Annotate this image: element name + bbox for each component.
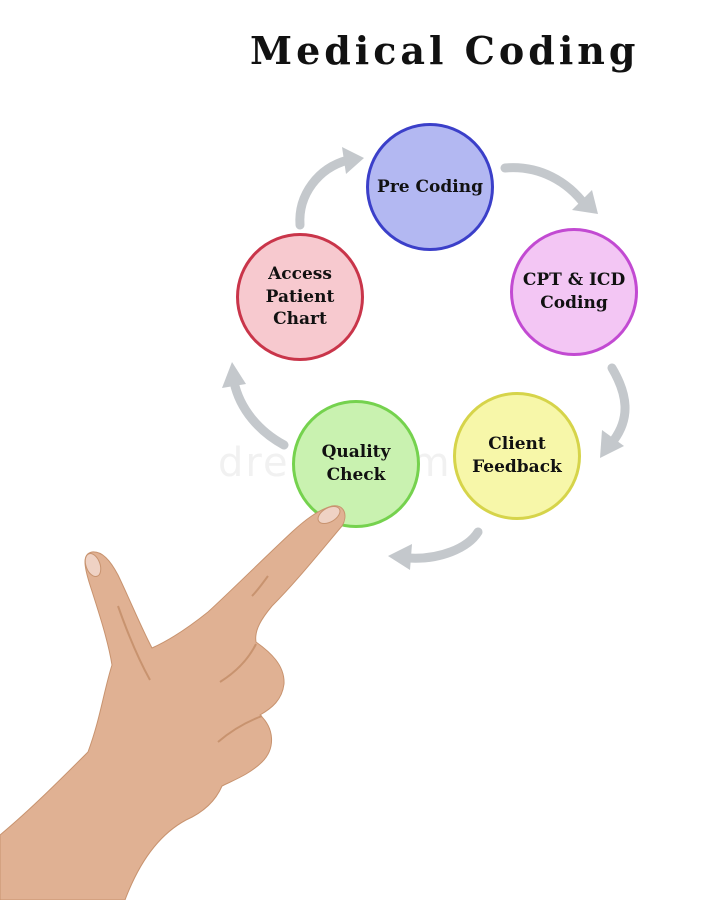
arrow-shaft — [607, 363, 630, 445]
arrow-head — [388, 544, 412, 570]
index-nail — [317, 505, 341, 525]
node-access-patient-chart: Access Patient Chart — [236, 233, 364, 361]
curved-arrow-icon — [222, 362, 289, 450]
node-access-patient-chart-label: Access Patient Chart — [265, 263, 335, 330]
arrow-shaft — [229, 377, 289, 450]
curved-arrow-icon — [295, 147, 364, 230]
node-quality-check-label: Quality Check — [321, 442, 391, 485]
thumb-crease — [117, 605, 151, 681]
node-client-feedback-label: Client Feedback — [472, 434, 562, 477]
node-quality-check: Quality Check — [292, 400, 420, 528]
arrow-shaft — [403, 527, 483, 563]
hand-palm — [0, 505, 346, 900]
arrow-head — [342, 147, 364, 174]
node-client-feedback: Client Feedback — [453, 392, 581, 520]
node-pre-coding: Pre Coding — [366, 123, 494, 251]
arrow-head — [572, 190, 598, 214]
curved-arrow-icon — [600, 363, 630, 458]
index-crease — [251, 575, 269, 597]
knuckle-crease — [219, 643, 257, 683]
arrow-shaft — [295, 155, 353, 230]
page-title: Medical Coding — [250, 28, 640, 73]
node-pre-coding-label: Pre Coding — [377, 176, 483, 197]
arrow-head — [600, 430, 624, 458]
finger-crease — [217, 715, 263, 743]
node-cpt-icd-coding-label: CPT & ICD Coding — [522, 270, 626, 313]
arrow-head — [222, 362, 246, 388]
curved-arrow-icon — [388, 527, 483, 570]
thumb-nail — [84, 552, 102, 578]
arrow-shaft — [500, 163, 590, 210]
curved-arrow-icon — [500, 163, 598, 214]
node-cpt-icd-coding: CPT & ICD Coding — [510, 228, 638, 356]
